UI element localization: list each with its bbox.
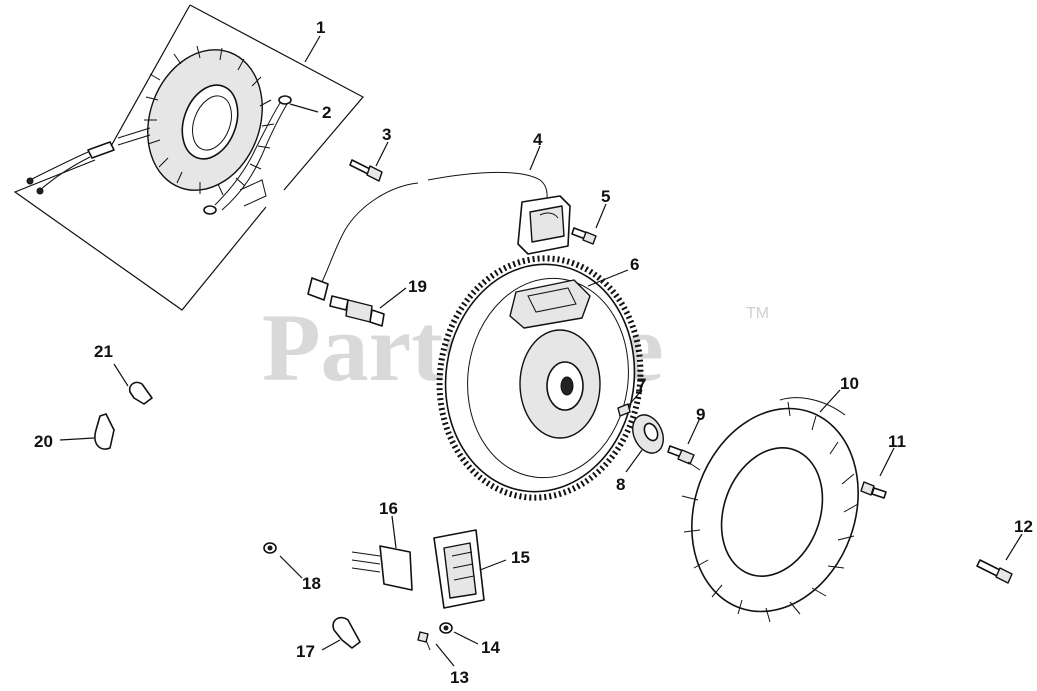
clamp-part-17[interactable] [332,616,361,649]
callout-14: 14 [481,638,500,657]
washer-part-18[interactable] [263,542,277,554]
callout-3: 3 [382,125,391,144]
connector-part-16[interactable] [351,545,413,591]
lead-wire-bracket[interactable] [203,95,292,215]
callout-labels: 1 2 3 4 5 6 7 8 9 10 11 12 13 14 15 16 1… [34,18,1033,687]
screw-part-9[interactable] [667,445,695,465]
spark-plug[interactable] [329,295,385,327]
callout-6: 6 [630,255,639,274]
washer-part-14[interactable] [439,622,453,634]
callout-5: 5 [601,187,610,206]
flywheel[interactable] [424,245,655,510]
callout-7: 7 [637,375,646,394]
screw-part-3[interactable] [349,159,383,182]
watermark-tm: TM [746,305,769,322]
stator-group-box [13,4,364,311]
cooling-fan[interactable] [664,385,885,635]
callout-8: 8 [616,475,625,494]
leader-lines [59,35,1023,667]
callout-2: 2 [322,103,331,122]
callout-17: 17 [296,642,315,661]
callout-16: 16 [379,499,398,518]
callout-9: 9 [696,405,705,424]
callout-13: 13 [450,668,469,687]
callout-11: 11 [888,432,906,451]
rectifier-regulator[interactable] [433,529,485,609]
screw-part-11[interactable] [860,481,887,499]
callout-20: 20 [34,432,53,451]
clamp-part-20[interactable] [94,413,115,450]
callout-12: 12 [1014,517,1033,536]
callout-18: 18 [302,574,321,593]
screw-part-12[interactable] [976,559,1013,584]
screw-part-13[interactable] [417,631,431,651]
callout-19: 19 [408,277,427,296]
callout-1: 1 [316,18,325,37]
callout-15: 15 [511,548,530,567]
flywheel-washer[interactable] [627,410,669,458]
screw-part-5[interactable] [571,227,597,245]
callout-4: 4 [533,130,543,149]
flywheel-key[interactable] [617,403,631,417]
callout-10: 10 [840,374,859,393]
stator-part[interactable] [26,34,281,207]
clip-part-21[interactable] [128,381,153,405]
ignition-module[interactable] [307,171,571,301]
callout-21: 21 [94,342,113,361]
